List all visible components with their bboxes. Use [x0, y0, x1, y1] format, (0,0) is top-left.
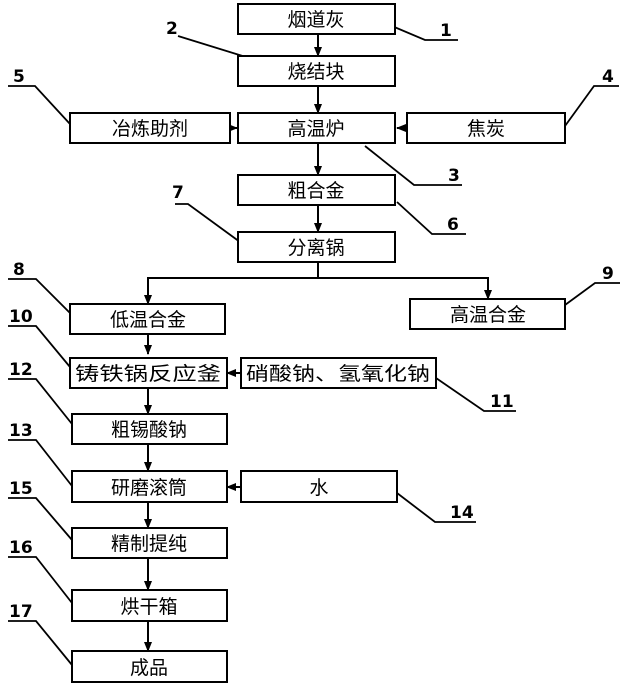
label-product: 成品	[130, 657, 168, 679]
box-grinding-drum: 研磨滚筒	[71, 470, 228, 503]
number-3: 3	[448, 166, 460, 186]
label-high-temp-alloy: 高温合金	[450, 304, 526, 326]
box-low-temp-alloy: 低温合金	[69, 303, 226, 335]
label-crude-alloy: 粗合金	[287, 180, 344, 202]
box-coke: 焦炭	[406, 112, 566, 144]
leader-9	[564, 282, 620, 306]
label-high-temp-furnace: 高温炉	[287, 118, 344, 140]
number-12: 12	[9, 360, 33, 380]
box-crude-alloy: 粗合金	[237, 174, 396, 206]
box-water: 水	[240, 470, 398, 503]
flow-connectors	[144, 34, 492, 652]
label-crude-sodium-stannate: 粗锡酸钠	[111, 419, 187, 441]
number-5: 5	[13, 67, 25, 87]
box-separation-pot: 分离锅	[237, 231, 396, 263]
label-cast-iron-reactor: 铸铁锅反应釜	[75, 363, 221, 385]
label-grinding-drum: 研磨滚筒	[111, 477, 187, 499]
label-low-temp-alloy: 低温合金	[110, 309, 186, 331]
label-smelting-flux: 冶炼助剂	[112, 118, 188, 140]
arrow-separation-to-high-alloy	[318, 277, 492, 300]
leader-6	[396, 201, 466, 235]
box-reagents: 硝酸钠、氢氧化钠	[240, 357, 437, 389]
leader-12	[8, 378, 73, 425]
leader-13	[8, 439, 73, 487]
leader-10	[8, 325, 71, 368]
box-cast-iron-reactor: 铸铁锅反应釜	[69, 357, 228, 389]
label-sinter-block: 烧结块	[287, 61, 344, 83]
arrow-separation-to-low-alloy	[144, 262, 319, 305]
number-9: 9	[602, 264, 614, 284]
number-17: 17	[9, 602, 33, 622]
leader-11	[435, 377, 516, 412]
box-flue-ash: 烟道灰	[237, 3, 396, 35]
leader-5	[8, 85, 71, 125]
label-drying-oven: 烘干箱	[120, 596, 177, 618]
number-2: 2	[166, 19, 178, 39]
number-10: 10	[9, 307, 33, 327]
leader-7	[175, 203, 241, 243]
box-high-temp-furnace: 高温炉	[237, 112, 396, 144]
box-drying-oven: 烘干箱	[71, 589, 228, 622]
reference-numbers: 1 2 3 4 5 6 7 8 9 10 11 12 13 14 15 16 1…	[9, 19, 614, 622]
label-flue-ash: 烟道灰	[287, 9, 344, 31]
number-15: 15	[9, 479, 33, 499]
leader-3	[364, 145, 462, 186]
label-reagents: 硝酸钠、氢氧化钠	[246, 363, 430, 385]
label-coke: 焦炭	[467, 118, 505, 140]
box-sinter-block: 烧结块	[237, 55, 396, 87]
box-high-temp-alloy: 高温合金	[409, 298, 566, 330]
box-smelting-flux: 冶炼助剂	[69, 112, 231, 144]
leader-17	[8, 620, 73, 666]
number-7: 7	[172, 183, 184, 203]
number-13: 13	[9, 421, 33, 441]
label-refining: 精制提纯	[111, 533, 187, 555]
box-refining: 精制提纯	[71, 527, 228, 559]
number-4: 4	[602, 67, 614, 87]
box-product: 成品	[71, 650, 228, 683]
number-14: 14	[450, 503, 474, 523]
number-16: 16	[9, 538, 33, 558]
leader-4	[564, 85, 619, 127]
box-crude-sodium-stannate: 粗锡酸钠	[71, 413, 228, 445]
number-1: 1	[440, 21, 452, 41]
number-leaders	[8, 17, 620, 666]
leader-14	[396, 492, 476, 523]
leader-16	[8, 556, 73, 604]
leader-15	[8, 497, 73, 541]
number-8: 8	[13, 260, 25, 280]
leader-8	[8, 278, 71, 314]
number-11: 11	[490, 392, 514, 412]
label-water: 水	[309, 477, 328, 499]
number-6: 6	[447, 215, 459, 235]
label-separation-pot: 分离锅	[287, 237, 344, 259]
